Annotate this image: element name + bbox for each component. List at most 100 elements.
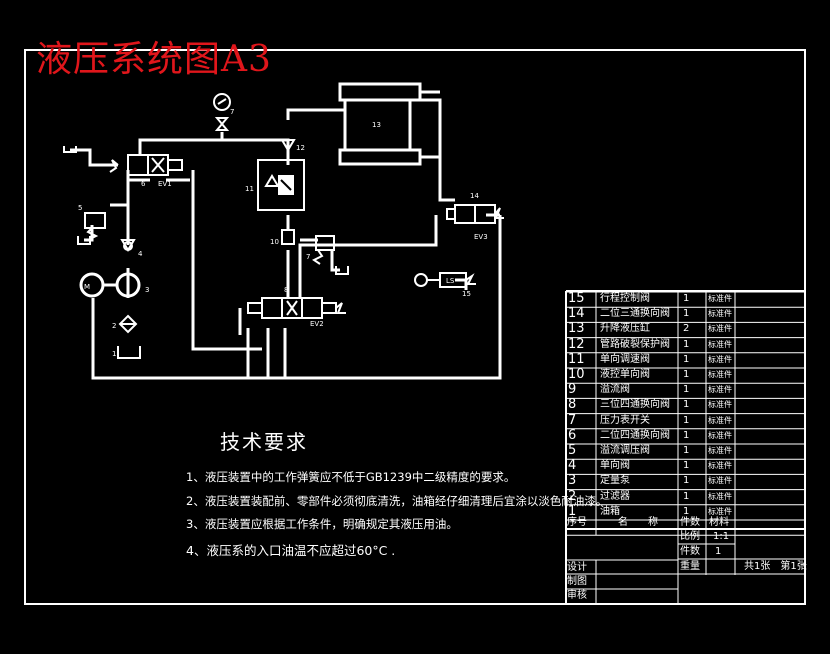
parts-row-no: 4	[568, 458, 577, 474]
requirement-3: 3、液压装置应根据工作条件，明确规定其液压用油。	[186, 517, 458, 531]
label-5: 5	[78, 204, 82, 212]
scale-value: 1:1	[713, 531, 730, 542]
requirement-4: 4、液压系的入口油温不应超过60°C .	[186, 543, 396, 558]
count-value: 1	[715, 546, 722, 557]
count-label: 件数	[680, 546, 700, 557]
parts-row-name: 管路破裂保护阀	[600, 338, 670, 350]
parts-row-note: 标准件	[708, 461, 732, 471]
header-qty: 件数	[680, 517, 700, 528]
parts-row-note: 标准件	[708, 506, 732, 516]
parts-row-note: 标准件	[708, 476, 732, 486]
parts-row-name: 压力表开关	[600, 414, 650, 426]
label-1: 1	[112, 350, 116, 358]
parts-row-name: 过滤器	[600, 490, 630, 502]
parts-row-note: 标准件	[708, 415, 732, 425]
parts-row-name: 二位四通换向阀	[600, 429, 670, 441]
parts-row-note: 标准件	[708, 491, 732, 501]
parts-row-note: 标准件	[708, 339, 732, 349]
parts-row-qty: 1	[683, 475, 690, 487]
parts-row-qty: 1	[683, 369, 690, 380]
parts-row-name: 溢流调压阀	[600, 445, 650, 456]
parts-row-qty: 1	[683, 384, 690, 396]
parts-row-qty: 2	[683, 323, 690, 335]
parts-row-qty: 1	[683, 338, 690, 350]
label-12: 12	[296, 144, 305, 152]
header-name: 名 称	[618, 517, 658, 528]
parts-row-no: 2	[568, 488, 577, 504]
parts-row-qty: 1	[683, 490, 690, 502]
parts-row-note: 标准件	[708, 430, 732, 440]
parts-row-name: 升降液压缸	[600, 323, 650, 335]
header-no: 序号	[567, 517, 587, 528]
parts-row-name: 单向阀	[600, 460, 630, 472]
drawing-title: 液压系统图A3	[36, 39, 272, 80]
parts-row-name: 液控单向阀	[600, 369, 650, 380]
parts-row-no: 7	[568, 412, 577, 428]
parts-row-no: 3	[568, 473, 577, 489]
label-motor: M	[84, 283, 90, 291]
scale-label: 比例	[680, 531, 700, 542]
label-11: 11	[245, 185, 254, 193]
parts-row-no: 6	[568, 427, 577, 443]
parts-row-qty: 1	[683, 505, 690, 517]
parts-row-no: 10	[568, 367, 585, 382]
parts-row-name: 定量泵	[600, 475, 630, 487]
label-8: 8	[284, 286, 288, 294]
limit-switch-roller	[414, 273, 428, 287]
parts-row-note: 标准件	[708, 385, 732, 395]
label-4: 4	[138, 250, 143, 258]
parts-row-note: 标准件	[708, 324, 732, 334]
label-ev2: EV2	[310, 320, 324, 328]
parts-table-grid	[566, 291, 805, 604]
filter-2	[118, 314, 138, 334]
parts-row-no: 12	[568, 336, 585, 352]
parts-row-name: 三位四通换向阀	[600, 399, 670, 411]
parts-row-no: 13	[568, 321, 585, 337]
drawing-label: 制图	[567, 576, 587, 587]
label-15: 15	[462, 290, 471, 298]
parts-row-no: 5	[568, 443, 577, 458]
relief-valve-5	[84, 212, 106, 229]
parts-row-qty: 1	[683, 308, 690, 320]
parts-row-qty: 1	[683, 429, 690, 441]
parts-row-no: 1	[568, 503, 577, 519]
parts-row-no: 15	[568, 291, 585, 306]
sheets-info: 共1张 第1张	[744, 561, 807, 572]
parts-row-note: 标准件	[708, 370, 732, 379]
pressure-gauge-7	[213, 93, 231, 111]
parts-row-no: 9	[568, 382, 577, 398]
label-ev3: EV3	[474, 233, 488, 241]
weight-label: 重量	[680, 561, 700, 572]
review-label: 审核	[567, 590, 587, 601]
relief-valve-9	[315, 235, 335, 251]
tech-requirements-heading: 技术要求	[220, 430, 308, 454]
design-label: 设计	[567, 562, 587, 573]
parts-row-note: 标准件	[708, 400, 732, 410]
parts-row-qty: 1	[683, 293, 690, 304]
parts-row-name: 溢流阀	[600, 384, 630, 396]
label-14: 14	[470, 192, 479, 200]
label-10: 10	[270, 238, 279, 246]
component-labels: M 1 2 3 4 5 6 EV1 7 11 12 13 10 7 8 EV2 …	[78, 108, 488, 358]
parts-row-qty: 1	[683, 460, 690, 472]
header-material: 材料	[709, 517, 729, 528]
parts-row-no: 8	[568, 397, 577, 413]
parts-row-note: 标准件	[708, 354, 732, 364]
label-13: 13	[372, 121, 381, 129]
label-9: 7	[306, 253, 310, 261]
parts-row-qty: 1	[683, 399, 690, 411]
flow-valve-11	[257, 159, 305, 211]
requirement-2: 2、液压装置装配前、零部件必须彻底清洗，油箱经仔细清理后宜涂以淡色耐油漆。	[186, 494, 608, 508]
label-2: 2	[112, 322, 116, 330]
tank-1	[117, 346, 141, 359]
parts-row-no: 14	[568, 306, 585, 322]
label-ls: LS	[446, 277, 455, 285]
parts-row-qty: 1	[683, 414, 690, 426]
parts-row-name: 单向调速阀	[600, 353, 650, 365]
label-7-gauge: 7	[230, 108, 234, 116]
label-3: 3	[145, 286, 149, 294]
pilot-check-10	[281, 229, 295, 245]
drawing-frame	[24, 49, 806, 605]
